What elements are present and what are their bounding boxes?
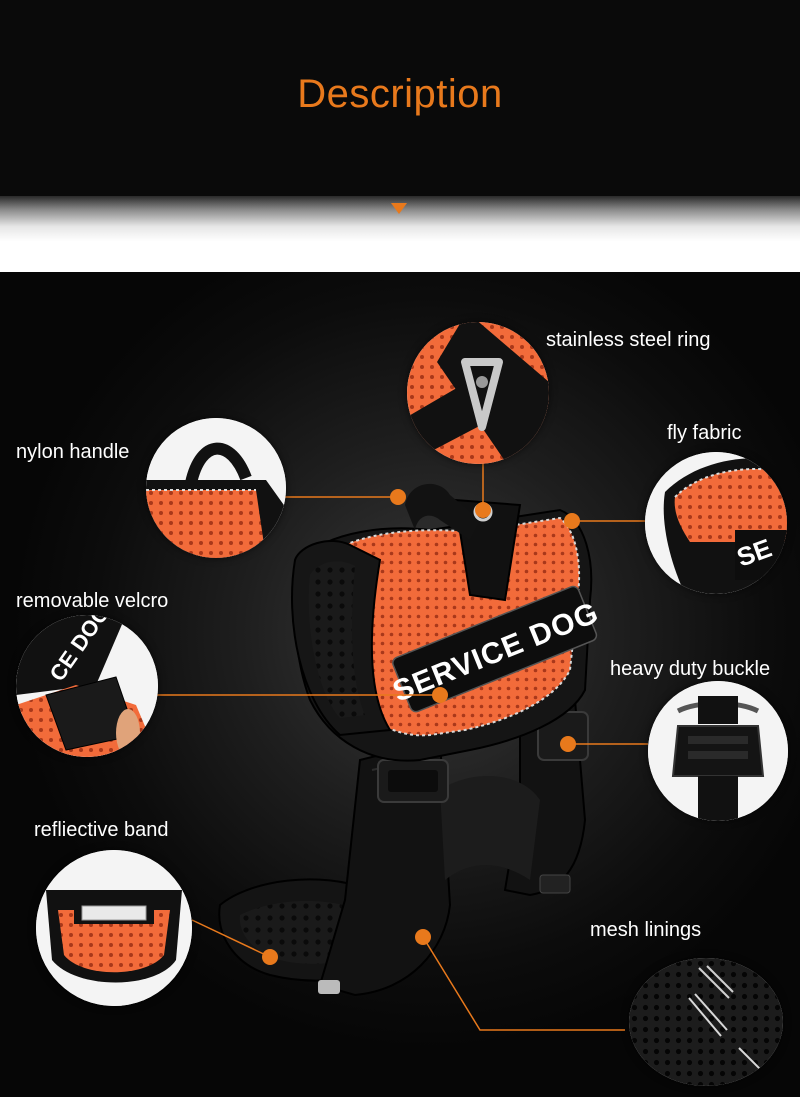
mesh-linings-detail <box>629 958 783 1086</box>
velcro-label: removable velcro <box>16 590 169 612</box>
down-arrow-icon <box>391 203 407 214</box>
reflective-band-detail <box>36 850 192 1006</box>
mesh-linings-label: mesh linings <box>590 919 702 941</box>
fly-fabric-label: fly fabric <box>667 422 742 444</box>
fly-fabric-detail: SE <box>645 452 787 594</box>
buckle-label: heavy duty buckle <box>610 658 771 680</box>
buckle-detail <box>648 681 788 821</box>
page-title: Description <box>297 72 503 116</box>
nylon-handle-detail <box>146 418 286 558</box>
reflective-band-label: refliective band <box>34 819 169 841</box>
nylon-handle-label: nylon handle <box>16 441 130 463</box>
velcro-detail: CE DOG <box>16 615 158 757</box>
header-band: Description <box>0 0 800 200</box>
steel-ring-label: stainless steel ring <box>546 329 711 351</box>
steel-ring-detail <box>407 322 549 464</box>
